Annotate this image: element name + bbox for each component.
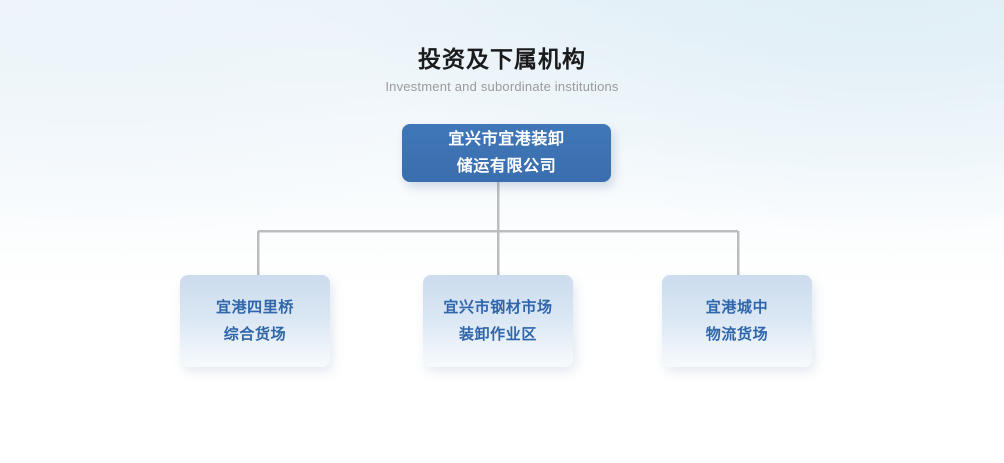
chart-heading: 投资及下属机构 Investment and subordinate insti… [0,44,1004,96]
org-node-root-label: 宜兴市宜港装卸 储运有限公司 [448,131,565,175]
org-node-child-2-label: 宜兴市钢材市场 装卸作业区 [443,299,553,343]
org-node-root[interactable]: 宜兴市宜港装卸 储运有限公司 [402,124,611,182]
page-subtitle: Investment and subordinate institutions [385,79,619,94]
org-node-child-1[interactable]: 宜港四里桥 综合货场 [180,275,330,367]
org-node-child-2[interactable]: 宜兴市钢材市场 装卸作业区 [423,275,573,367]
org-node-child-1-label: 宜港四里桥 综合货场 [215,299,294,343]
page-title: 投资及下属机构 [418,46,586,72]
org-node-child-3-label: 宜港城中 物流货场 [705,299,769,343]
org-node-child-3[interactable]: 宜港城中 物流货场 [662,275,812,367]
